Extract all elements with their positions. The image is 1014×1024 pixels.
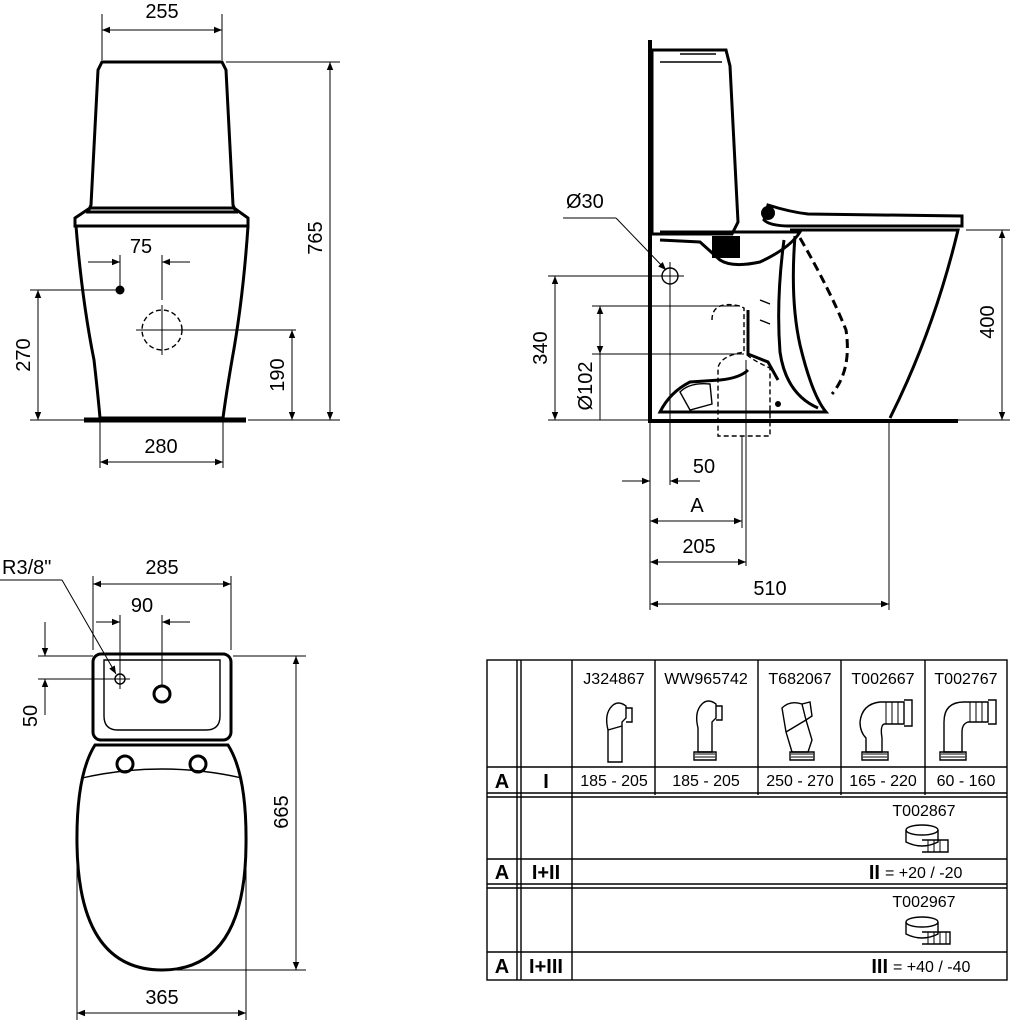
- table-code: T002767: [934, 671, 997, 688]
- dim-side-a: A: [690, 495, 704, 517]
- table-row-label-combo: I+II: [532, 862, 560, 884]
- table-adjust-roman: III: [871, 956, 888, 978]
- table-code: J324867: [583, 671, 644, 688]
- dim-front-outlet-height: 190: [267, 358, 289, 391]
- table-range: 185 - 205: [580, 773, 648, 790]
- top-view: R3/8" 285 90 50 665 365: [0, 557, 306, 1020]
- dim-side-wall-offset: 50: [693, 456, 715, 478]
- dim-front-width-base: 280: [144, 436, 177, 458]
- table-code: T002667: [851, 671, 914, 688]
- pan-connector-icon: [859, 699, 913, 761]
- extension-piece-icon: [905, 916, 951, 945]
- front-view: 255 765 75 270 190 280: [13, 1, 340, 468]
- dim-side-outlet-diameter: Ø102: [575, 362, 597, 411]
- pan-connector-icon: [939, 699, 997, 761]
- dim-top-width-seat: 365: [145, 987, 178, 1009]
- table-adjust-value: = +20 / -20: [885, 865, 962, 882]
- dim-side-inlet-height: 340: [530, 331, 552, 364]
- extension-piece-icon: [905, 824, 949, 853]
- dim-front-inlet-height: 270: [13, 338, 35, 371]
- connector-table: J324867 WW965742 T682067 T002667 T002767: [486, 659, 1008, 981]
- dim-top-inlet-spacing: 90: [131, 595, 153, 617]
- table-extension-code: T002867: [892, 803, 955, 820]
- table-range: 60 - 160: [937, 773, 996, 790]
- dim-side-depth: 510: [753, 578, 786, 600]
- pan-connector-icon: [693, 700, 723, 761]
- dim-top-inlet-offset: 50: [20, 705, 42, 727]
- dim-front-height-total: 765: [305, 221, 327, 254]
- dim-front-width-top: 255: [145, 1, 178, 23]
- table-code: T682067: [768, 671, 831, 688]
- pan-connector-icon: [605, 702, 633, 763]
- dim-top-width-tank: 285: [145, 557, 178, 579]
- table-range: 185 - 205: [672, 773, 740, 790]
- dim-side-rim-height: 400: [977, 305, 999, 338]
- pan-connector-icon: [781, 701, 815, 761]
- table-range: 250 - 270: [766, 773, 834, 790]
- dim-side-inlet-diameter: Ø30: [566, 191, 604, 213]
- side-view: Ø30 340 Ø102 400 50 A 205 510: [530, 40, 1010, 610]
- table-row-label-a: A: [495, 771, 509, 793]
- dim-side-outlet-distance: 205: [682, 536, 715, 558]
- dim-top-length: 665: [271, 795, 293, 828]
- table-row-label-combo: I+III: [529, 956, 563, 978]
- table-range: 165 - 220: [849, 773, 917, 790]
- dim-front-inlet-offset: 75: [130, 236, 152, 258]
- table-extension-code: T002967: [892, 894, 955, 911]
- dim-top-thread: R3/8": [2, 557, 51, 579]
- table-code: WW965742: [664, 671, 748, 688]
- table-row-label-combo: I: [543, 771, 549, 793]
- table-row-label-a: A: [495, 862, 509, 884]
- table-adjust-value: = +40 / -40: [893, 959, 970, 976]
- table-adjust-roman: II: [869, 862, 880, 884]
- table-row-label-a: A: [495, 956, 509, 978]
